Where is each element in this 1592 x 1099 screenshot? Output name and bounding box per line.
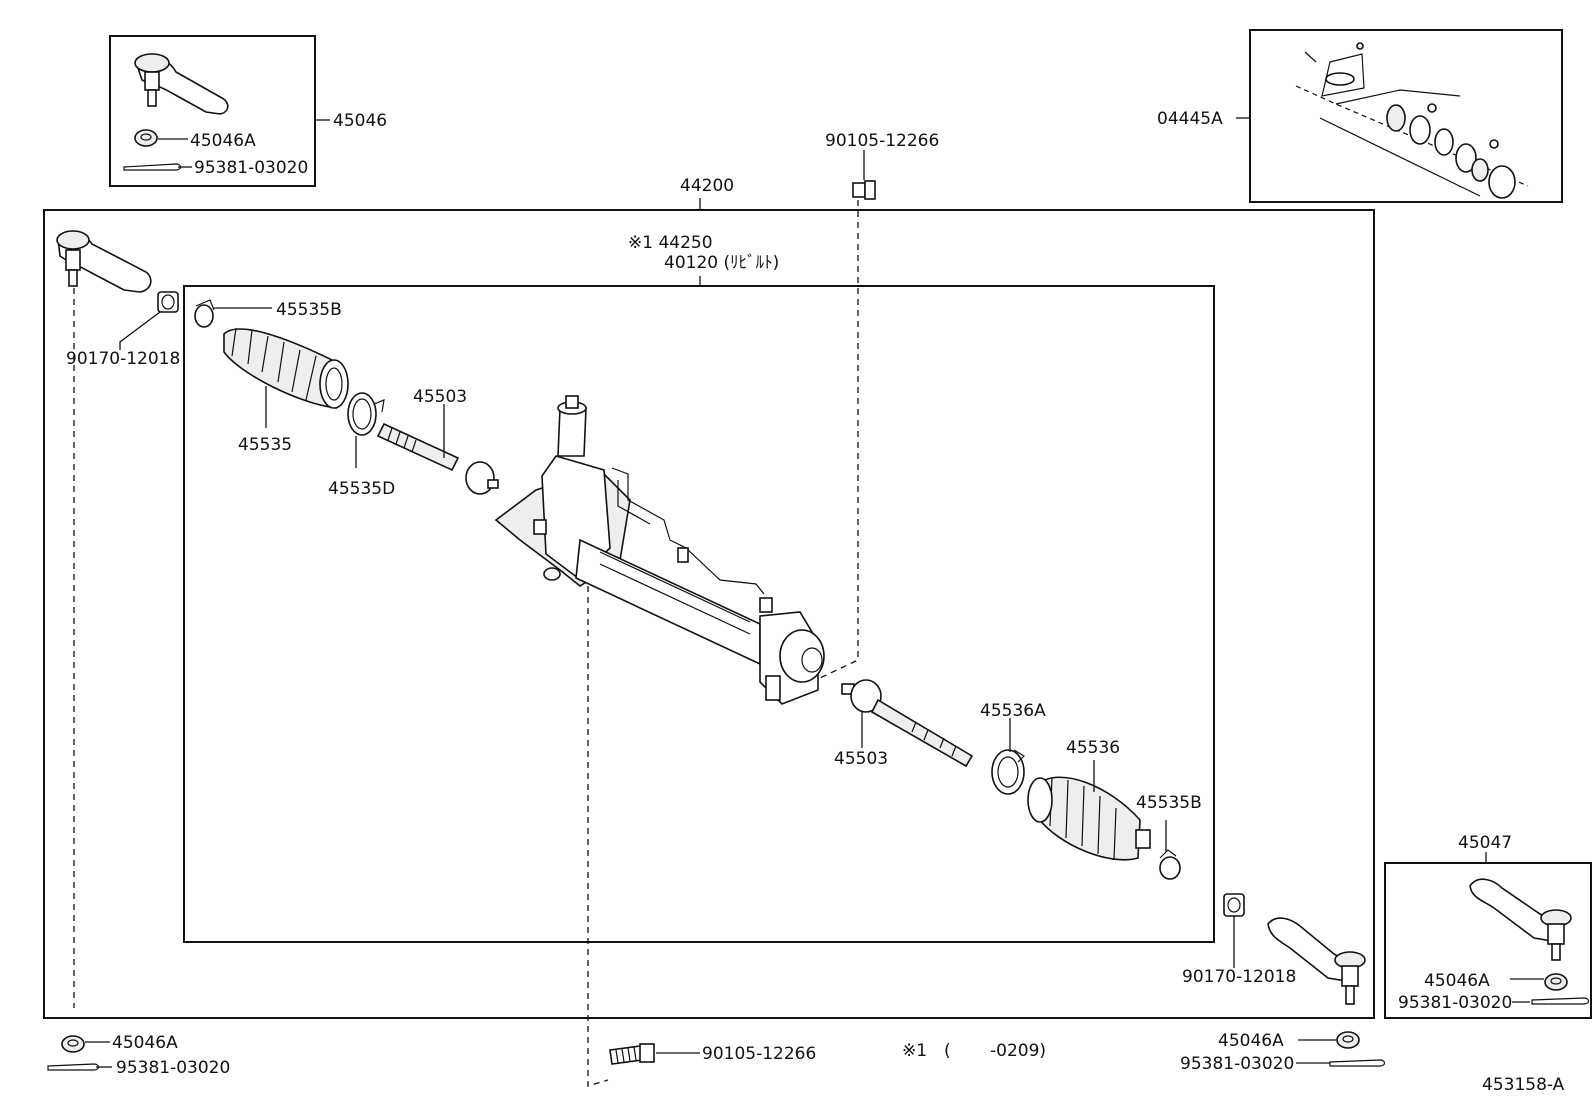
label-gasket-kit: 04445A	[1157, 109, 1223, 129]
label-pin-lh-box: 95381-03020	[194, 158, 308, 178]
label-footnote-mark: ※1	[902, 1041, 927, 1061]
label-boot-clamp-rh: 45535B	[1136, 793, 1202, 813]
gasket-kit-box	[1249, 29, 1563, 203]
label-pin-rh-box: 95381-03020	[1398, 993, 1512, 1013]
boot-clip-lh-icon	[347, 392, 385, 436]
castle-nut-icon	[134, 129, 158, 147]
cotter-pin-icon	[123, 163, 182, 171]
castle-nut-lh-bottom-icon	[61, 1035, 85, 1053]
rack-end-rh-part	[841, 679, 974, 768]
castle-nut-rh-bottom-icon	[1336, 1031, 1360, 1049]
tie-rod-end-rh-part	[1267, 917, 1366, 1005]
label-nut-rh-box: 45046A	[1424, 971, 1490, 991]
label-boot-clip-lh: 45535D	[328, 479, 395, 499]
label-boot-lh: 45535	[238, 435, 292, 455]
lock-nut-lh-icon	[157, 291, 179, 313]
label-pin-lh-bottom: 95381-03020	[116, 1058, 230, 1078]
label-rack-end-rh: 45503	[834, 749, 888, 769]
rack-end-lh-part	[376, 422, 499, 495]
label-footnote-range: -0209)	[990, 1041, 1046, 1061]
boot-lh-part	[223, 327, 349, 409]
label-lock-nut-lh: 90170-12018	[66, 349, 180, 369]
dash-bolt-top	[819, 200, 859, 679]
boot-clamp-rh-icon	[1159, 849, 1181, 880]
label-boot-clip-rh: 45536A	[980, 701, 1046, 721]
label-footnote-paren: (	[944, 1041, 951, 1061]
boot-clip-rh-icon	[991, 749, 1025, 795]
tie-end-kit-rh-box	[1384, 862, 1592, 1019]
label-tie-end-kit-lh: 45046	[333, 111, 387, 131]
rebuilt-gear-frame	[183, 285, 1215, 943]
lock-nut-rh-icon	[1223, 893, 1245, 917]
bolt-bottom-icon	[609, 1043, 655, 1065]
boot-clamp-lh-icon	[194, 299, 215, 328]
label-lock-nut-rh: 90170-12018	[1182, 967, 1296, 987]
label-nut-lh-box: 45046A	[190, 131, 256, 151]
label-pin-rh-bottom: 95381-03020	[1180, 1054, 1294, 1074]
bolt-top-icon	[852, 180, 876, 200]
label-boot-rh: 45536	[1066, 738, 1120, 758]
label-bolt-bottom: 90105-12266	[702, 1044, 816, 1064]
dash-bolt-bottom	[587, 586, 609, 1087]
tie-rod-end-rh-kit-part	[1469, 878, 1572, 961]
tie-rod-end-lh-part	[56, 230, 152, 293]
label-tie-end-kit-rh: 45047	[1458, 833, 1512, 853]
label-rebuilt-note-line1: ※1 44250	[628, 233, 713, 253]
cotter-pin-rh-box-icon	[1531, 997, 1590, 1005]
tie-rod-end-lh-kit-part	[134, 53, 229, 115]
label-rebuilt-note-line2: 40120 (ﾘﾋﾞﾙﾄ)	[664, 253, 779, 273]
label-rack-end-lh: 45503	[413, 387, 467, 407]
label-nut-lh-bottom: 45046A	[112, 1033, 178, 1053]
castle-nut-rh-box-icon	[1544, 973, 1568, 991]
tie-end-kit-lh-box	[109, 35, 316, 187]
gear-assy-frame	[43, 209, 1375, 1019]
ldr-lock-nut-lh	[119, 311, 161, 350]
steering-gear-housing-part	[494, 395, 825, 705]
label-nut-rh-bottom: 45046A	[1218, 1031, 1284, 1051]
label-figure-id: 453158-A	[1482, 1075, 1565, 1095]
label-boot-clamp-lh: 45535B	[276, 300, 342, 320]
boot-rh-part	[1027, 776, 1151, 861]
label-bolt-top: 90105-12266	[825, 131, 939, 151]
label-gear-assy: 44200	[680, 176, 734, 196]
cotter-pin-rh-bottom-icon	[1329, 1059, 1386, 1067]
gasket-kit-part	[1295, 42, 1529, 199]
cotter-pin-lh-bottom-icon	[47, 1063, 100, 1071]
